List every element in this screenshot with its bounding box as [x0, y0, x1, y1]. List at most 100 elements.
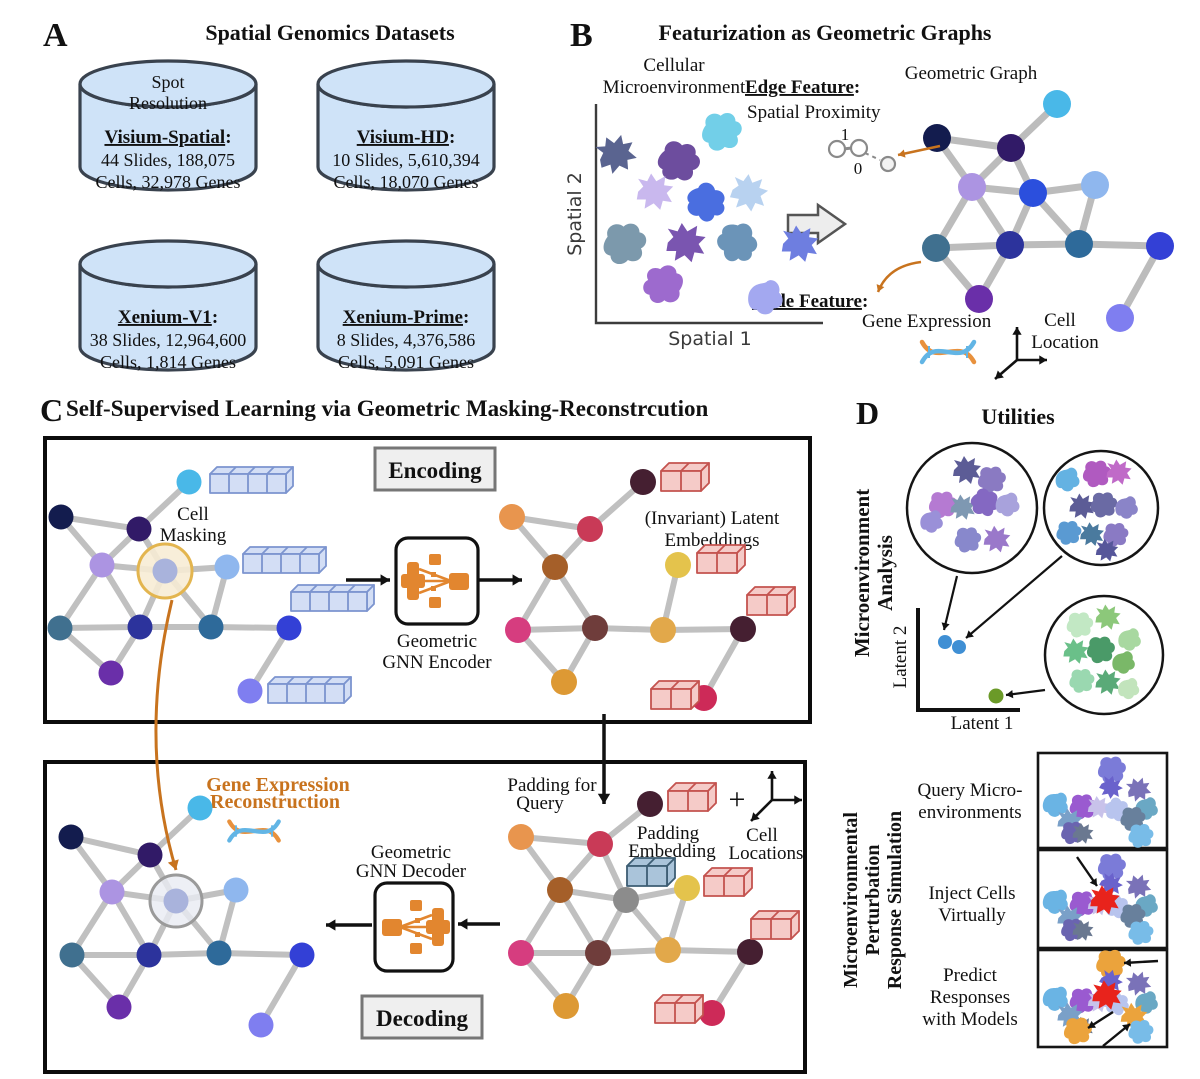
graph-node	[48, 504, 74, 530]
gnn-decoder-icon	[373, 881, 455, 973]
graph-node	[637, 791, 663, 817]
cell-masking-label: Masking	[160, 525, 227, 546]
embedding-cubes	[696, 544, 746, 574]
graph-node	[508, 824, 534, 850]
panel-c-letter: C	[40, 392, 63, 428]
cell-blob	[603, 223, 647, 265]
embedding-cubes	[750, 910, 800, 940]
latent1-axis-label: Latent 1	[951, 713, 1014, 734]
latent-dot-blue	[938, 635, 952, 649]
cell-blob	[643, 265, 683, 304]
graph-node	[1065, 230, 1093, 258]
graph-edge	[258, 952, 305, 1028]
arrow-head	[876, 284, 885, 292]
graph-node	[587, 831, 613, 857]
graph-edge	[68, 834, 153, 858]
microenvironment-analysis-label: Analysis	[873, 535, 897, 611]
graph-node	[582, 615, 608, 641]
spatial-proximity-label: Spatial Proximity	[747, 102, 881, 123]
graph-node	[223, 877, 249, 903]
encoding-label-box	[373, 446, 497, 492]
graph-node	[613, 887, 639, 913]
graph-node	[58, 824, 84, 850]
predict-responses-label: Responses	[930, 987, 1010, 1008]
graph-node	[99, 879, 125, 905]
dataset-name: Visium-HD:	[357, 127, 456, 148]
edge-weight-zero: 0	[854, 159, 863, 178]
graph-node	[958, 173, 986, 201]
panel-d: D Utilities Microenvironment Analysis La…	[840, 395, 1169, 1049]
gene-expression-reconstruction-label: Gene Expression	[206, 774, 350, 796]
graph-edge	[701, 626, 746, 701]
cylinder-xenium-v1: Xenium-V1: 38 Slides, 12,964,600 Cells, …	[78, 239, 258, 372]
arrow-head	[966, 630, 974, 638]
decoding-label: Decoding	[376, 1006, 469, 1031]
graph-edge	[58, 514, 142, 532]
predict-responses-label: Predict	[943, 965, 998, 986]
arrow-head	[1012, 327, 1022, 335]
graph-node	[106, 994, 132, 1020]
graph-node	[176, 469, 202, 495]
graph-edge	[208, 624, 292, 631]
dataset-stats: 44 Slides, 188,075	[101, 150, 235, 170]
graph-node	[206, 940, 232, 966]
arrows-layer	[154, 144, 1159, 1047]
graph-node	[996, 231, 1024, 259]
panel-a: A Spatial Genomics Datasets Spot Resolut…	[43, 17, 496, 372]
dataset-stats: Cells, 18,070 Genes	[334, 172, 479, 192]
dataset-stats: Cells, 32,978 Genes	[96, 172, 241, 192]
graph-node	[152, 558, 178, 584]
cylinder-xenium-prime: Xenium-Prime: 8 Slides, 4,376,586 Cells,…	[316, 239, 496, 372]
graph-node	[248, 1012, 274, 1038]
cylinder-top	[78, 239, 258, 289]
latent-dot-green	[988, 688, 1004, 704]
edge-feature-label: Edge Feature:	[745, 77, 860, 98]
inject-cells-label: Inject Cells	[928, 883, 1015, 904]
graph-edge	[518, 834, 603, 847]
cylinder-top	[316, 59, 496, 109]
arrow-head	[941, 622, 950, 630]
dataset-name: Xenium-Prime:	[343, 307, 470, 328]
embedding-cubes	[667, 782, 717, 812]
graph-node	[198, 614, 224, 640]
graph-edge	[660, 626, 746, 633]
panel-c-shapes	[47, 462, 800, 1038]
arrow-head	[1122, 1024, 1130, 1032]
spot-resolution-label: Resolution	[129, 93, 207, 113]
graph-node	[508, 940, 534, 966]
encoding-box	[43, 436, 812, 724]
arrow-head	[326, 919, 336, 931]
arrow-head	[1089, 878, 1097, 886]
cellular-microenvironment-label: Microenvironment	[603, 77, 746, 98]
graph-node	[551, 669, 577, 695]
graph-node	[542, 554, 568, 580]
graph-edge	[509, 514, 593, 532]
perturbation-simulation-label: Response Simulation	[884, 811, 906, 989]
arrow	[154, 599, 178, 871]
embedding-cubes	[650, 680, 700, 710]
graph-edge	[57, 624, 143, 631]
cell-blob	[728, 171, 771, 214]
gnn-decoder-label: Geometric	[371, 842, 451, 863]
graph-node	[1081, 171, 1109, 199]
arrow-head	[767, 771, 777, 779]
arrow-head	[380, 574, 390, 586]
graph-node	[214, 554, 240, 580]
cell-blob	[679, 176, 733, 230]
geometric-graph	[922, 90, 1174, 332]
embedding-cubes	[654, 994, 704, 1024]
padding-embedding-label: Padding	[637, 823, 700, 844]
graph-node	[59, 942, 85, 968]
query-micro-label: Query Micro-	[918, 780, 1023, 801]
graph-node	[126, 516, 152, 542]
arrow-head	[1124, 958, 1132, 967]
arrow-head	[1088, 1020, 1096, 1028]
panel-b-title: Featurization as Geometric Graphs	[659, 20, 992, 45]
cell-blob	[666, 223, 706, 263]
graph-node	[965, 285, 993, 313]
panel-d-letter: D	[856, 395, 879, 431]
panel-b-letter: B	[570, 17, 593, 54]
graph-node	[499, 504, 525, 530]
dataset-stats: Cells, 1,814 Genes	[100, 352, 236, 372]
dataset-stats: 10 Slides, 5,610,394	[332, 150, 480, 170]
